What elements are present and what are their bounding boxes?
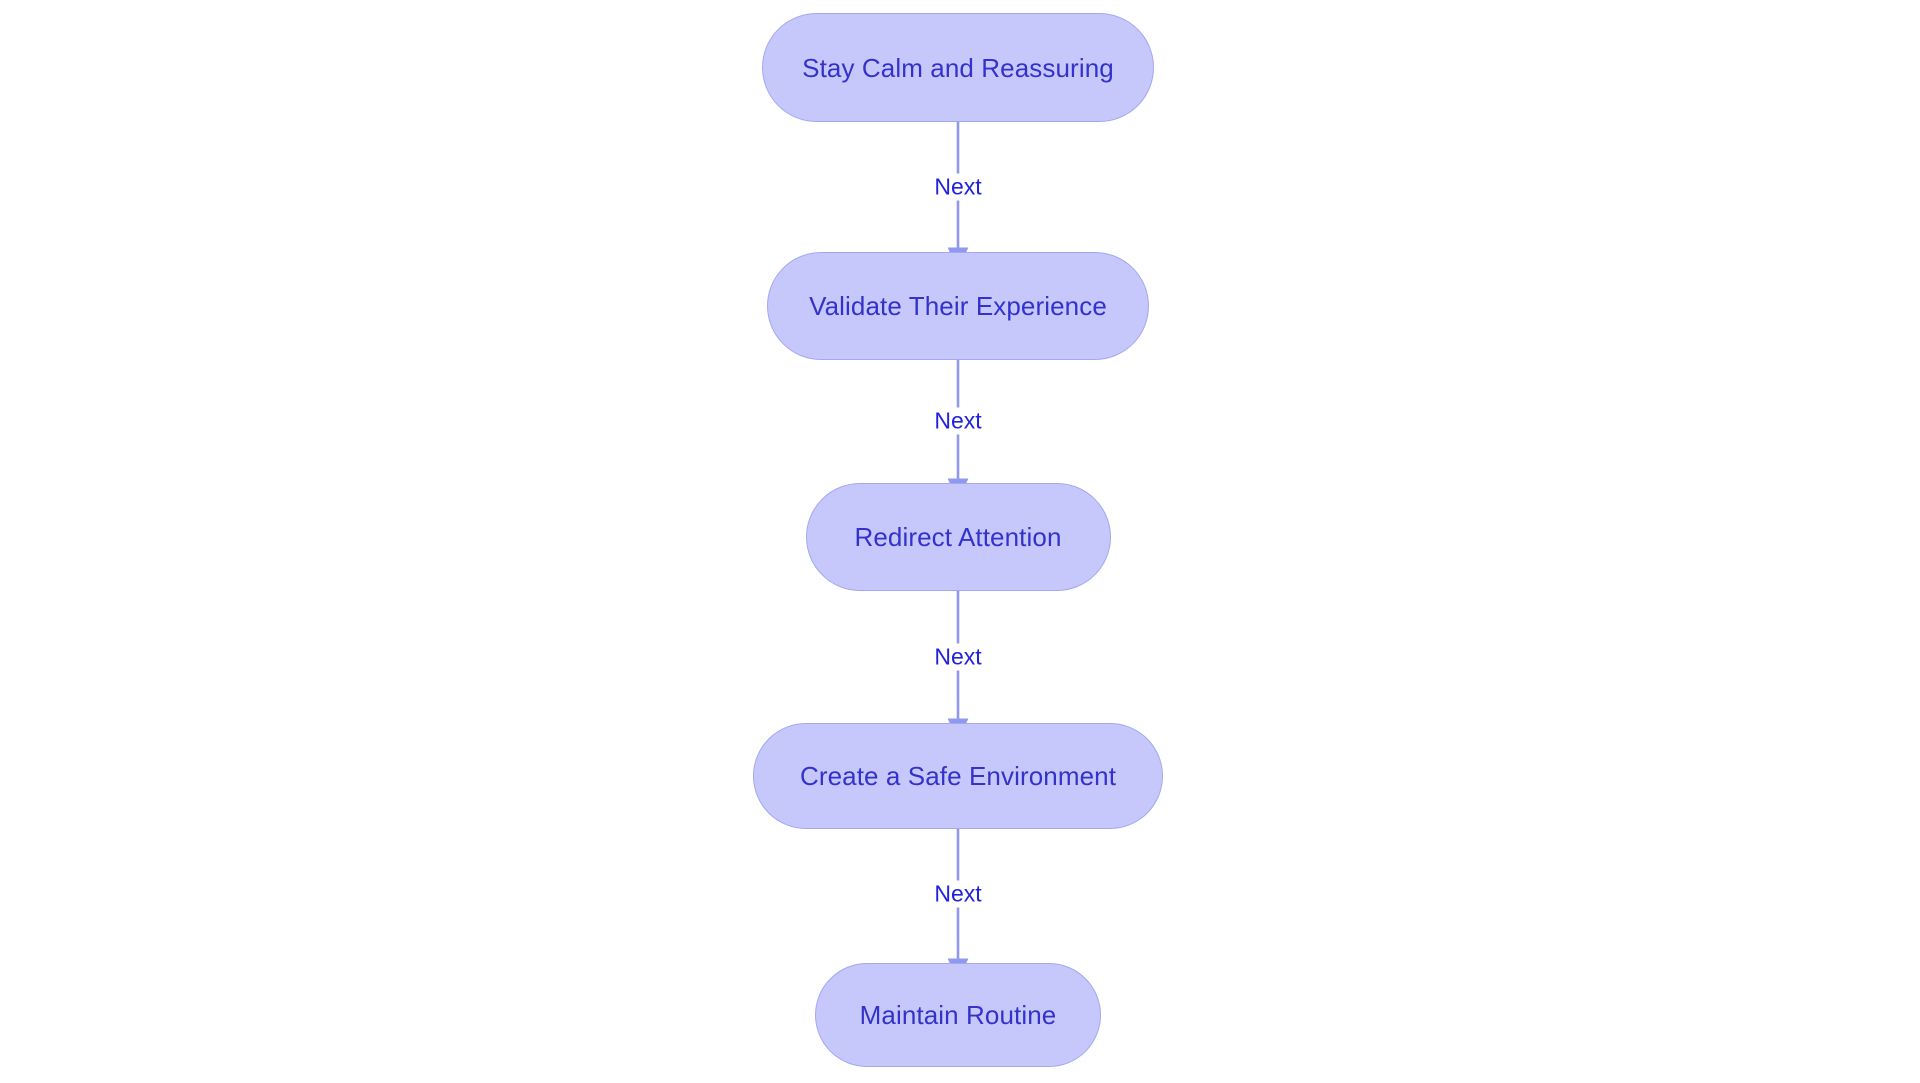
flow-node-label: Validate Their Experience — [809, 291, 1107, 321]
edge-label-next-1: Next — [928, 173, 988, 201]
flow-node-label: Stay Calm and Reassuring — [802, 52, 1114, 83]
edge-label-next-2: Next — [928, 407, 988, 435]
flow-node-create-a-safe-environment[interactable]: Create a Safe Environment — [753, 723, 1163, 829]
flow-node-validate-their-experience[interactable]: Validate Their Experience — [767, 252, 1149, 360]
flow-node-label: Create a Safe Environment — [799, 761, 1117, 791]
edge-label-next-4: Next — [928, 880, 988, 908]
edge-label-next-3: Next — [928, 643, 988, 671]
flow-node-maintain-routine[interactable]: Maintain Routine — [815, 963, 1101, 1067]
flow-node-redirect-attention[interactable]: Redirect Attention — [805, 483, 1111, 591]
flow-node-stay-calm-and-reassuring[interactable]: Stay Calm and Reassuring — [762, 13, 1154, 122]
flow-node-label: Redirect Attention — [854, 522, 1062, 552]
flow-node-label: Maintain Routine — [859, 1000, 1057, 1030]
